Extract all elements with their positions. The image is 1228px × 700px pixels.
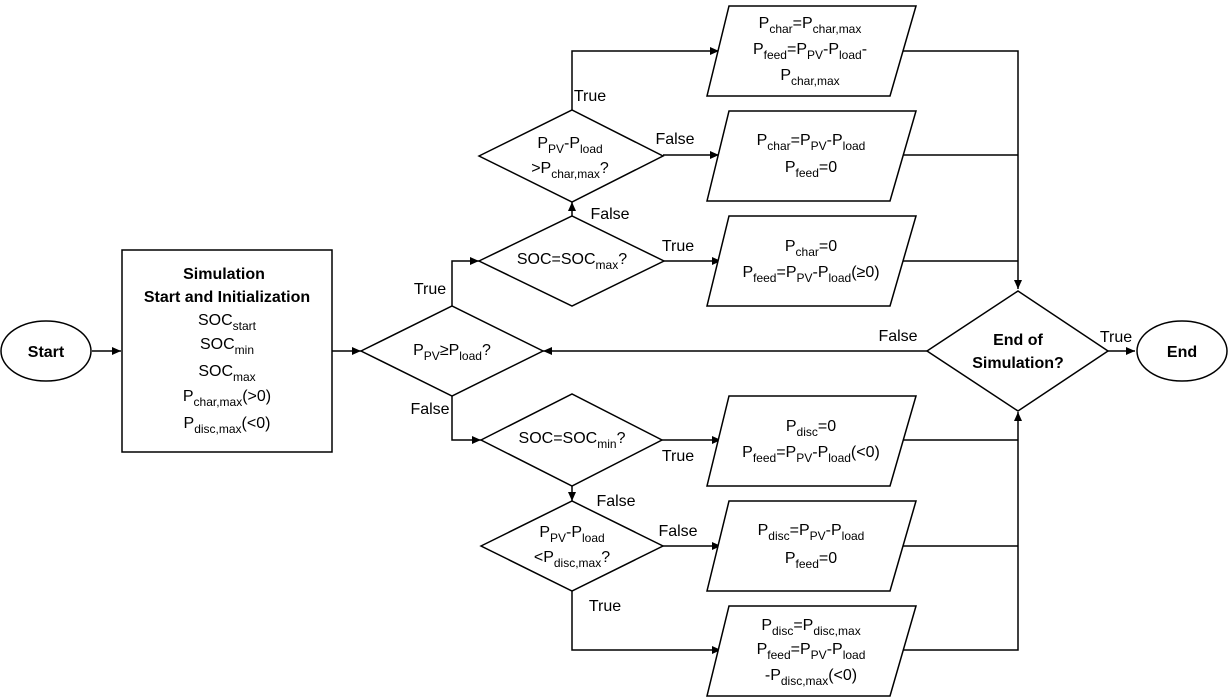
output-char-max-line3: Pchar,max <box>780 67 839 88</box>
end-label: End <box>1167 344 1197 361</box>
decision-char-limit-line1: PPV-Pload <box>537 135 602 156</box>
decision-char-limit-line2: >Pchar,max? <box>531 160 609 181</box>
edge-charmax-to-end <box>890 50 1022 289</box>
output-disc-max <box>706 605 917 697</box>
start-label: Start <box>28 344 65 361</box>
output-char-zero-line2: Pfeed=PPV-Pload(≥0) <box>742 264 879 285</box>
init-soc-min: SOCmin <box>200 336 254 357</box>
decision-soc-max <box>477 215 666 307</box>
decision-end-of-simulation <box>925 290 1110 412</box>
edge-label-char-false: False <box>655 131 694 148</box>
output-disc-zero-line1: Pdisc=0 <box>786 418 836 439</box>
edge-label-char-true: True <box>574 88 606 105</box>
edge-chardecision-true-to-charmax <box>571 47 719 110</box>
output-char-max <box>706 5 917 97</box>
edges <box>92 47 1135 654</box>
decision-disc-limit-line1: PPV-Pload <box>539 524 604 545</box>
decision-pv-ge-load-label: PPV≥Pload? <box>413 342 491 363</box>
end-node <box>1136 320 1228 382</box>
output-disc-pv <box>706 500 917 592</box>
decision-soc-min-label: SOC=SOCmin? <box>519 430 626 451</box>
output-char-max-line1: Pchar=Pchar,max <box>759 15 862 36</box>
output-char-zero <box>706 215 917 307</box>
edge-label-disc-false: False <box>658 523 697 540</box>
start-node <box>0 320 92 382</box>
output-char-pv <box>706 110 917 202</box>
init-p-disc-max: Pdisc,max(<0) <box>184 415 271 436</box>
decision-soc-min <box>479 393 664 487</box>
decision-disc-limit-line2: <Pdisc,max? <box>534 549 610 570</box>
edge-label-socmin-false: False <box>596 493 635 510</box>
init-box <box>121 249 333 453</box>
edge-label-pv-false: False <box>410 401 449 418</box>
output-disc-zero-line2: Pfeed=PPV-Pload(<0) <box>742 444 880 465</box>
init-soc-start: SOCstart <box>198 312 257 333</box>
edge-label-socmin-true: True <box>662 448 694 465</box>
init-title-line2: Start and Initialization <box>144 289 310 306</box>
edge-label-socmax-false: False <box>590 206 629 223</box>
output-disc-max-line3: -Pdisc,max(<0) <box>765 667 857 688</box>
edge-label-end-true: True <box>1100 329 1132 346</box>
decision-char-limit <box>477 109 665 203</box>
edge-discmax-to-end <box>890 412 1022 651</box>
edge-pv-false-to-socmin <box>451 396 481 444</box>
decision-end-line1: End of <box>993 332 1043 349</box>
output-disc-max-line2: Pfeed=PPV-Pload <box>757 641 866 662</box>
decision-pv-ge-load <box>359 305 545 397</box>
edge-label-end-false: False <box>878 328 917 345</box>
init-p-char-max: Pchar,max(>0) <box>183 388 271 409</box>
init-title-line1: Simulation <box>183 266 265 283</box>
decision-disc-limit <box>479 500 665 592</box>
edge-label-pv-true: True <box>414 281 446 298</box>
output-char-pv-line1: Pchar=PPV-Pload <box>757 132 866 153</box>
decision-end-line2: Simulation? <box>972 355 1064 372</box>
edge-discdecision-true-to-discmax <box>571 591 721 654</box>
init-soc-max: SOCmax <box>198 363 255 384</box>
output-char-max-line2: Pfeed=PPV-Pload- <box>753 41 867 62</box>
output-disc-pv-line1: Pdisc=PPV-Pload <box>758 522 865 543</box>
output-disc-max-line1: Pdisc=Pdisc,max <box>761 617 860 638</box>
output-char-pv-line2: Pfeed=0 <box>785 159 837 180</box>
output-disc-pv-line2: Pfeed=0 <box>785 550 837 571</box>
output-char-zero-line1: Pchar=0 <box>785 238 837 259</box>
output-disc-zero <box>706 395 917 487</box>
decision-soc-max-label: SOC=SOCmax? <box>517 251 627 272</box>
edge-labels: True False True False True False True Fa… <box>410 88 1132 615</box>
edge-pv-true-to-socmax <box>451 257 479 306</box>
edge-label-disc-true: True <box>589 598 621 615</box>
edge-label-socmax-true: True <box>662 238 694 255</box>
